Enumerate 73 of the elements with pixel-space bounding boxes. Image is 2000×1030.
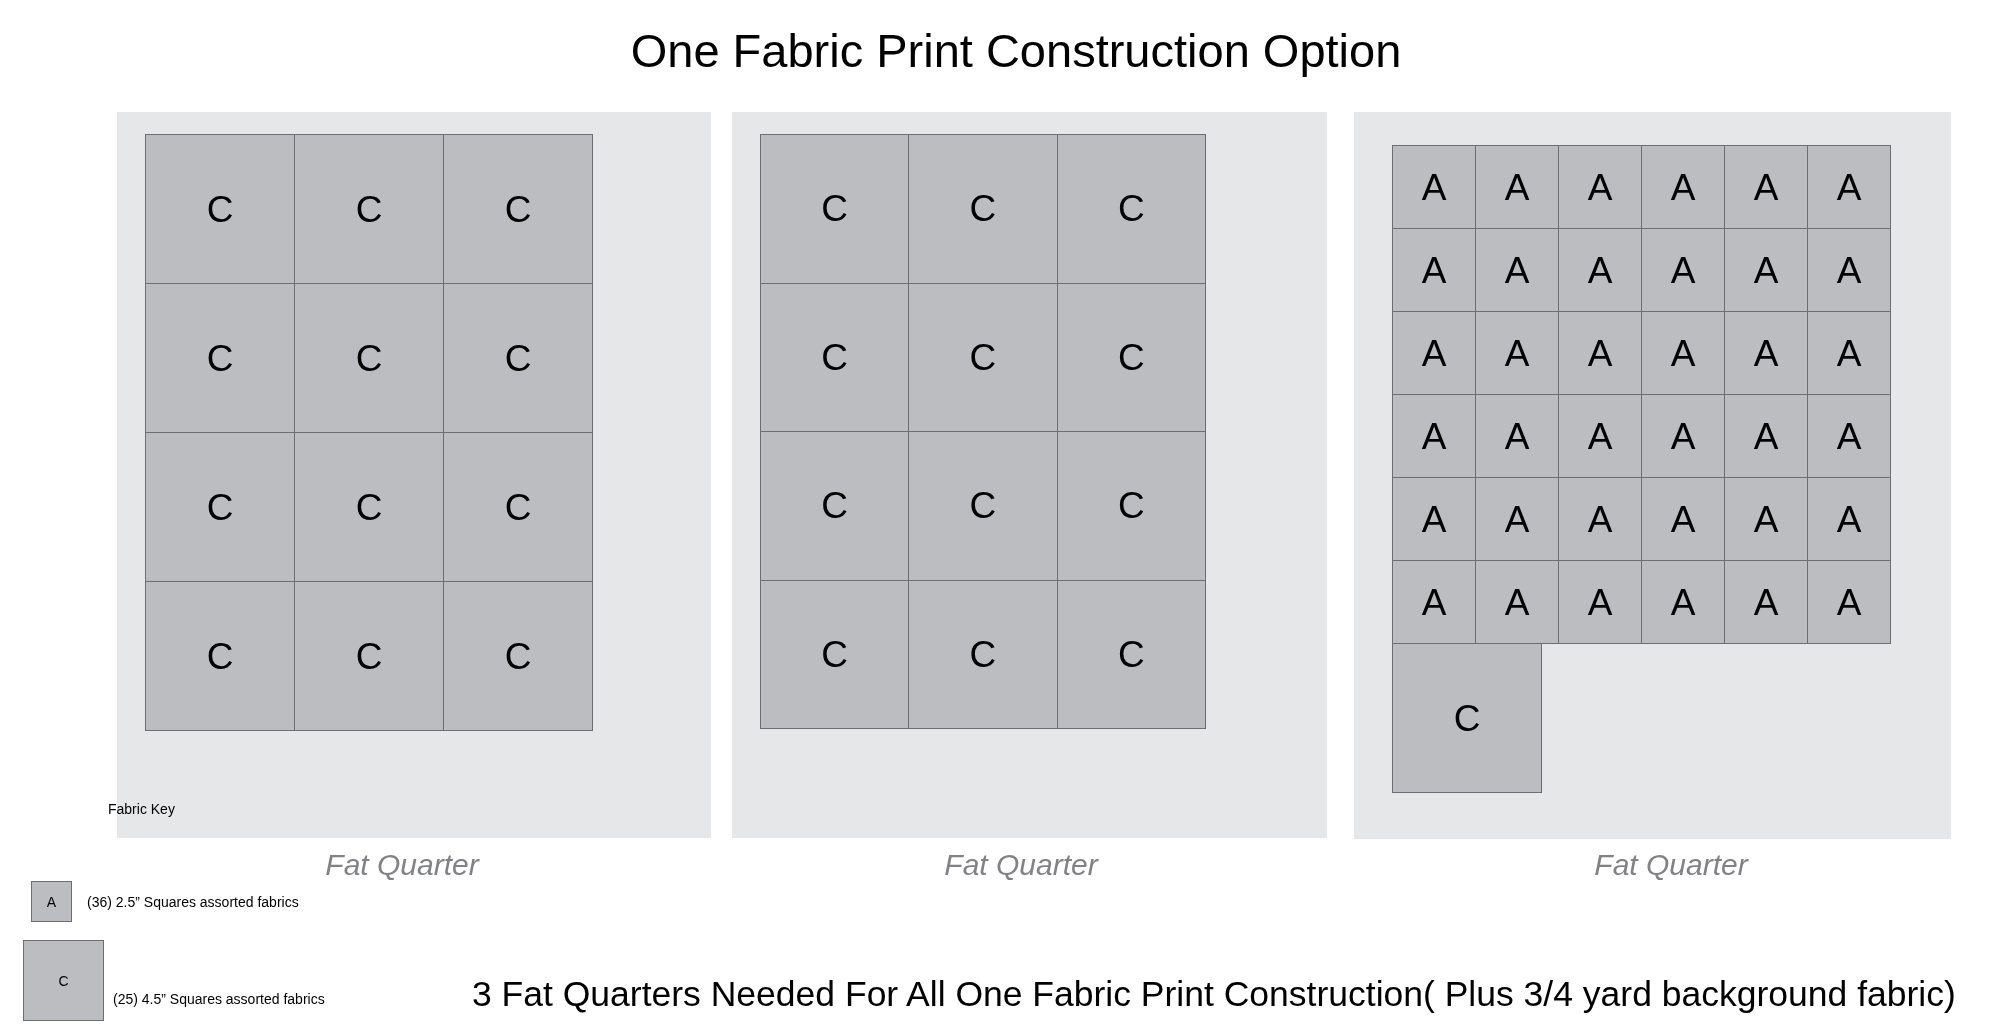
fabric-square: C (443, 581, 593, 731)
fabric-square: A (1392, 477, 1476, 561)
panel-caption: Fat Quarter (1594, 848, 1748, 883)
fabric-square: A (1724, 394, 1808, 478)
fabric-square: A (1641, 477, 1725, 561)
fabric-square: A (1558, 477, 1642, 561)
fabric-square: A (1475, 145, 1559, 229)
fabric-square: A (1807, 560, 1891, 644)
fabric-square: C (760, 282, 910, 432)
fabric-square: C (294, 432, 444, 582)
fabric-square: C (1392, 643, 1542, 793)
fabric-square: C (443, 134, 593, 284)
fabric-square: C (1056, 579, 1206, 729)
fabric-square: A (1475, 560, 1559, 644)
requirements-note: 3 Fat Quarters Needed For All One Fabric Print Construction( Plus 3/4 yard background fabric) (472, 974, 1956, 1015)
key-description: (25) 4.5” Squares assorted fabrics (113, 991, 325, 1008)
fabric-square: A (1558, 228, 1642, 312)
fabric-square: A (1724, 145, 1808, 229)
fabric-square: C (760, 134, 910, 284)
fabric-square: C (1056, 134, 1206, 284)
fabric-square: A (1807, 145, 1891, 229)
fabric-square: A (1475, 228, 1559, 312)
panel-caption: Fat Quarter (944, 848, 1098, 883)
fabric-square: A (1641, 228, 1725, 312)
fabric-square: C (908, 282, 1058, 432)
fabric-square: A (1392, 228, 1476, 312)
fabric-square: C (1056, 431, 1206, 581)
key-description: (36) 2.5” Squares assorted fabrics (87, 894, 299, 911)
key-heading: Fabric Key (108, 801, 175, 818)
fabric-square: C (145, 581, 295, 731)
fabric-square: A (1392, 145, 1476, 229)
fabric-square: C (908, 431, 1058, 581)
fabric-square: C (145, 432, 295, 582)
fabric-square: A (1392, 560, 1476, 644)
fabric-square: C (760, 431, 910, 581)
fabric-square: C (145, 134, 295, 284)
fabric-sample: A (31, 881, 72, 922)
fabric-square: A (1724, 560, 1808, 644)
fabric-square: A (1807, 477, 1891, 561)
fabric-square: A (1724, 477, 1808, 561)
fabric-square: A (1475, 394, 1559, 478)
fabric-square: A (1641, 311, 1725, 395)
fabric-square: A (1558, 560, 1642, 644)
fabric-square: A (1558, 394, 1642, 478)
fabric-square: A (1807, 311, 1891, 395)
fabric-square: C (1056, 282, 1206, 432)
fabric-square: C (294, 581, 444, 731)
fabric-square: C (145, 283, 295, 433)
fabric-square: C (294, 134, 444, 284)
fabric-square: A (1475, 477, 1559, 561)
fat-quarter-panel (1354, 112, 1951, 839)
fabric-square: A (1724, 228, 1808, 312)
fabric-square: C (908, 579, 1058, 729)
fabric-square: C (908, 134, 1058, 284)
panel-caption: Fat Quarter (325, 848, 479, 883)
fabric-square: A (1641, 560, 1725, 644)
fabric-square: A (1558, 145, 1642, 229)
fabric-square: A (1392, 311, 1476, 395)
fabric-square: A (1807, 228, 1891, 312)
fabric-square: A (1724, 311, 1808, 395)
fabric-square: C (760, 579, 910, 729)
fat-quarter-panel (732, 112, 1327, 838)
fabric-square: C (443, 432, 593, 582)
fabric-square: A (1475, 311, 1559, 395)
fabric-square: A (1641, 394, 1725, 478)
fabric-square: C (443, 283, 593, 433)
fabric-square: C (294, 283, 444, 433)
page-title: One Fabric Print Construction Option (630, 24, 1402, 79)
fabric-square: A (1807, 394, 1891, 478)
fabric-square: A (1641, 145, 1725, 229)
fabric-sample: C (23, 940, 104, 1021)
fabric-square: A (1558, 311, 1642, 395)
fabric-square: A (1392, 394, 1476, 478)
